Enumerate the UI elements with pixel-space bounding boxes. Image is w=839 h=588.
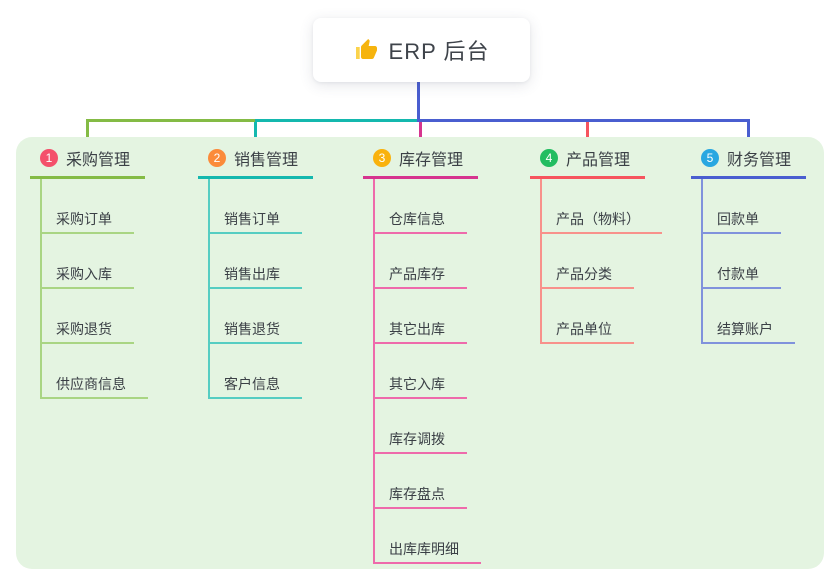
branch-child-node[interactable]: 销售退货 — [210, 289, 302, 344]
branch-5-badge: 5 — [701, 149, 719, 167]
branch-child-node[interactable]: 其它入库 — [375, 344, 467, 399]
branch-child-node[interactable]: 采购订单 — [42, 179, 134, 234]
branch-2-header[interactable]: 2 销售管理 — [198, 146, 313, 179]
branch-5-label: 财务管理 — [727, 152, 792, 169]
branch-child-node[interactable]: 产品分类 — [542, 234, 634, 289]
branch-3-label: 库存管理 — [399, 152, 464, 169]
connector-drop-2 — [253, 119, 257, 144]
branch-5-header[interactable]: 5 财务管理 — [691, 146, 806, 179]
branch-child-node[interactable]: 其它出库 — [375, 289, 467, 344]
branch-4-badge: 4 — [540, 149, 558, 167]
branch-child-node[interactable]: 销售出库 — [210, 234, 302, 289]
branch-4-header[interactable]: 4 产品管理 — [530, 146, 645, 179]
branch-1-children: 采购订单采购入库采购退货供应商信息 — [40, 179, 148, 399]
branch-child-node[interactable]: 回款单 — [703, 179, 781, 234]
connector-drop-3 — [418, 119, 422, 144]
connector-drop-4 — [585, 119, 589, 144]
branch-5-children: 回款单付款单结算账户 — [701, 179, 795, 344]
branch-2-label: 销售管理 — [234, 152, 299, 169]
branch-5: 5 财务管理回款单付款单结算账户 — [691, 146, 806, 344]
root-node[interactable]: ERP 后台 — [313, 18, 530, 82]
branch-3-badge: 3 — [373, 149, 391, 167]
branch-child-node[interactable]: 客户信息 — [210, 344, 302, 399]
branch-1: 1 采购管理采购订单采购入库采购退货供应商信息 — [30, 146, 148, 399]
connector-drop-1 — [85, 119, 89, 144]
branch-1-header[interactable]: 1 采购管理 — [30, 146, 145, 179]
branch-2-badge: 2 — [208, 149, 226, 167]
branch-child-node[interactable]: 仓库信息 — [375, 179, 467, 234]
connector-drop-5 — [746, 119, 750, 144]
branch-child-node[interactable]: 销售订单 — [210, 179, 302, 234]
branch-child-node[interactable]: 库存盘点 — [375, 454, 467, 509]
connector-horizontal-left-outer — [87, 119, 255, 122]
branch-child-node[interactable]: 结算账户 — [703, 289, 795, 344]
root-label: ERP 后台 — [388, 39, 490, 64]
branch-child-node[interactable]: 产品库存 — [375, 234, 467, 289]
branch-4: 4 产品管理产品（物料）产品分类产品单位 — [530, 146, 662, 344]
branch-child-node[interactable]: 产品单位 — [542, 289, 634, 344]
connector-horizontal-left-inner — [255, 119, 418, 122]
branch-3-header[interactable]: 3 库存管理 — [363, 146, 478, 179]
thumbs-up-icon — [355, 39, 377, 59]
branch-3-children: 仓库信息产品库存其它出库其它入库库存调拨库存盘点出库库明细 — [373, 179, 481, 564]
branch-child-node[interactable]: 供应商信息 — [42, 344, 148, 399]
mindmap-panel — [16, 137, 824, 569]
branch-4-label: 产品管理 — [566, 152, 631, 169]
branch-3: 3 库存管理仓库信息产品库存其它出库其它入库库存调拨库存盘点出库库明细 — [363, 146, 481, 564]
connector-horizontal-right — [418, 119, 750, 122]
branch-child-node[interactable]: 付款单 — [703, 234, 781, 289]
branch-2-children: 销售订单销售出库销售退货客户信息 — [208, 179, 302, 399]
branch-2: 2 销售管理销售订单销售出库销售退货客户信息 — [198, 146, 313, 399]
branch-child-node[interactable]: 库存调拨 — [375, 399, 467, 454]
branch-child-node[interactable]: 采购退货 — [42, 289, 134, 344]
branch-1-label: 采购管理 — [66, 152, 131, 169]
branch-child-node[interactable]: 采购入库 — [42, 234, 134, 289]
connector-root-stem — [416, 82, 420, 122]
branch-4-children: 产品（物料）产品分类产品单位 — [540, 179, 662, 344]
branch-child-node[interactable]: 产品（物料） — [542, 179, 662, 234]
branch-1-badge: 1 — [40, 149, 58, 167]
branch-child-node[interactable]: 出库库明细 — [375, 509, 481, 564]
